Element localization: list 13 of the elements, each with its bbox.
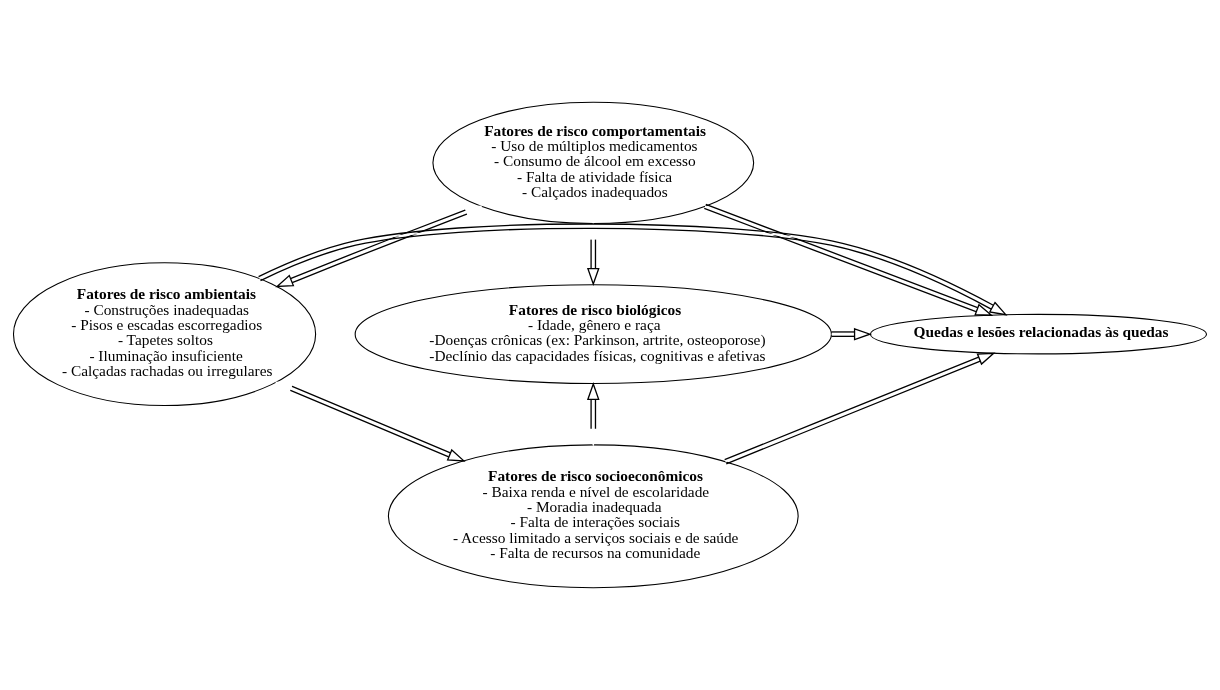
arrow bbox=[586, 221, 600, 286]
node-ellipse: Fatores de risco biológicos - Idade, gênero e raça -Doenças crônicas (ex: Parkinson, artrite, osteoporose) -Declínio das capacidades físicas, cognitivas e afetivas bbox=[354, 284, 832, 385]
arrow bbox=[724, 352, 996, 465]
arrow bbox=[703, 203, 994, 316]
arrow bbox=[274, 381, 466, 462]
node-ellipse: Fatores de risco socioeconômicos - Baixa renda e nível de escolaridade - Moradia inadequada - Falta de interações sociais - Acesso limitado a serviços sociais e de saúde - Falta de recursos na comunidade bbox=[387, 444, 799, 589]
arrow bbox=[275, 205, 483, 288]
node-ellipse: Fatores de risco ambientais - Construções inadequadas - Pisos e escadas escorregadios - Tapetes soltos - Iluminação insuficiente - Calçadas rachadas ou irregulares bbox=[12, 262, 317, 407]
arrow bbox=[586, 381, 600, 447]
node-ellipse: Quedas e lesões relacionadas às quedas bbox=[869, 313, 1208, 355]
node-ellipse: Fatores de risco comportamentais - Uso de múltiplos medicamentos - Consumo de álcool em excesso - Falta de atividade física - Calçados inadequados bbox=[432, 101, 755, 225]
arrow bbox=[257, 223, 1008, 316]
arrow bbox=[830, 327, 872, 341]
